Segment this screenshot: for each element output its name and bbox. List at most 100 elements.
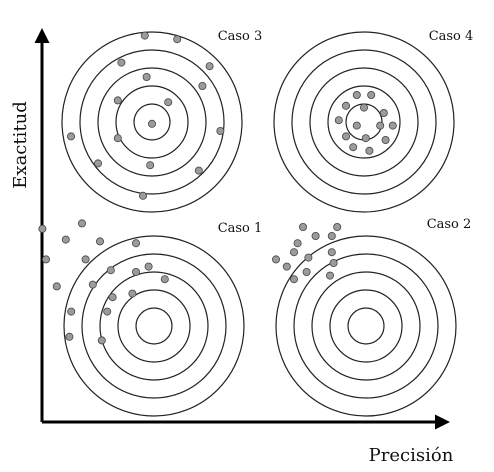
shot-dot [282,262,291,271]
panel-caso-4: Caso 4 [273,29,474,213]
shot-dot [361,134,370,143]
panel-caso-1: Caso 1 [38,219,263,417]
target-ring [133,103,171,141]
shot-dot [81,255,90,264]
target-ring [329,289,403,363]
target-ring [115,85,189,159]
shot-dot [67,307,76,316]
shot-dot [359,103,368,112]
shot-dot [289,248,298,257]
shot-dot [205,62,214,71]
shot-dot [271,255,280,264]
target-ring [327,85,401,159]
shot-dot [325,271,334,280]
shot-dot [52,282,61,291]
shot-dot [142,73,151,82]
target-ring [347,307,385,345]
shot-dot [329,258,338,267]
shot-group [67,31,225,200]
shot-dot [131,267,140,276]
shot-dot [144,262,153,271]
shot-dot [146,161,155,170]
shot-dot [334,116,343,125]
shot-dot [198,82,207,91]
shot-dot [352,121,361,130]
panel-caso-2: Caso 2 [271,217,472,417]
shot-dot [365,146,374,155]
shot-dot [113,96,122,105]
target-ring [117,289,191,363]
panel-caso-3: Caso 3 [61,29,263,213]
shot-dot [138,191,147,200]
shot-dot [96,237,105,246]
shot-group [271,222,342,284]
target-ring [293,253,439,399]
panel-label: Caso 2 [427,217,472,232]
shot-dot [160,275,169,284]
shot-dot [304,253,313,262]
target-ring [81,253,227,399]
shot-dot [108,293,117,302]
shot-dot [341,132,350,141]
shot-dot [61,235,70,244]
target-ring [63,235,245,417]
shot-dot [173,35,182,44]
target-ring [309,67,419,177]
y-axis-label: Exactitud [10,101,31,188]
shot-dot [97,336,106,345]
target-ring [275,235,457,417]
shot-dot [388,121,397,130]
target-ring [135,307,173,345]
shot-dot [113,134,122,143]
shot-dot [327,231,336,240]
shot-dot [327,248,336,257]
shot-dot [381,135,390,144]
shot-group [38,219,169,345]
shot-dot [367,91,376,100]
target-rings [273,31,455,213]
shot-dot [88,280,97,289]
shot-dot [94,159,103,168]
shot-dot [140,31,149,40]
shot-dot [164,98,173,107]
shot-dot [376,121,385,130]
target-ring [61,31,243,213]
shot-dot [147,119,156,128]
shot-dot [42,255,51,264]
shot-dot [293,239,302,248]
shot-dot [78,219,87,228]
target-ring [79,49,225,195]
panel-label: Caso 1 [218,221,263,236]
target-ring [311,271,421,381]
shot-dot [65,332,74,341]
target-ring [273,31,455,213]
shot-group [334,91,397,155]
shot-dot [289,275,298,284]
shot-dot [117,58,126,67]
shot-dot [194,166,203,175]
target-ring [99,271,209,381]
target-rings [61,31,243,213]
shot-dot [349,143,358,152]
target-ring [97,67,207,177]
target-ring [291,49,437,195]
target-rings [63,235,245,417]
shot-dot [302,267,311,276]
shot-dot [106,266,115,275]
shot-dot [352,91,361,100]
shot-dot [333,222,342,231]
panel-label: Caso 4 [429,29,474,44]
shot-dot [341,101,350,110]
panel-label: Caso 3 [218,29,263,44]
shot-dot [298,222,307,231]
shot-dot [67,132,76,141]
shot-dot [131,239,140,248]
x-axis-label: Precisión [369,445,454,466]
shot-dot [38,224,47,233]
shot-dot [103,307,112,316]
shot-dot [128,289,137,298]
shot-dot [216,127,225,136]
target-rings [275,235,457,417]
